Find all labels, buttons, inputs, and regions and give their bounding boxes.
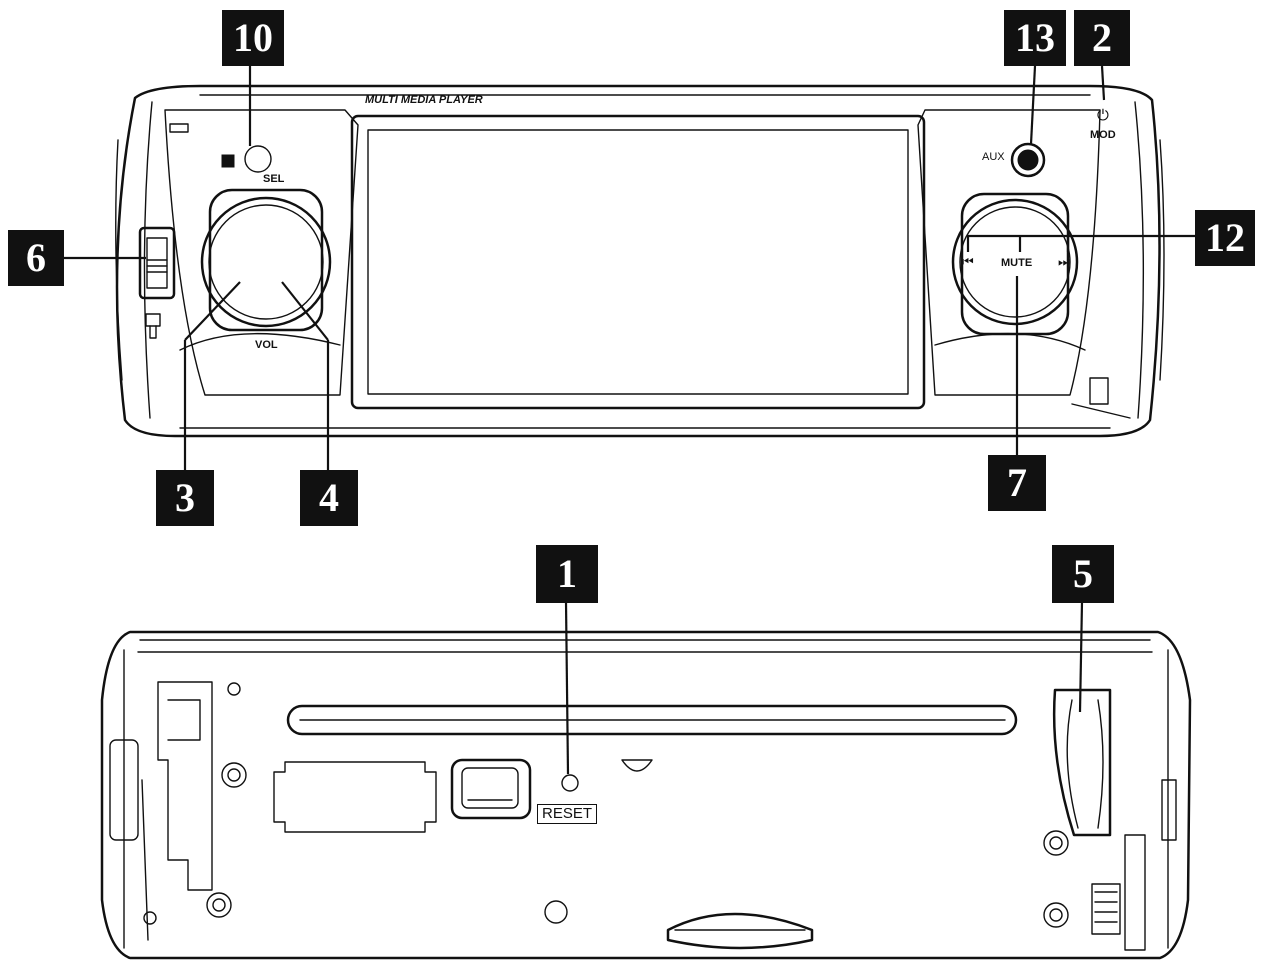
callout-12: 12 xyxy=(1195,210,1255,266)
rear-panel-outline xyxy=(100,630,1192,960)
callout-1: 1 xyxy=(536,545,598,603)
reset-label: RESET xyxy=(537,804,598,824)
display-screen xyxy=(367,129,909,395)
callout-3: 3 xyxy=(156,470,214,526)
usb-icon xyxy=(145,313,161,327)
callout-7: 7 xyxy=(988,455,1046,511)
vol-knob-shape xyxy=(200,196,332,328)
front-leader-lines xyxy=(64,65,1195,470)
rear-square-button xyxy=(450,758,532,820)
callout-13: 13 xyxy=(1004,10,1066,66)
mute-knob-housing xyxy=(960,192,1070,336)
rear-connector xyxy=(273,761,437,833)
disc-slot xyxy=(286,704,1018,736)
rear-panel-drawing xyxy=(100,630,1192,960)
previous-track-icon: ⏮ xyxy=(962,255,974,270)
callout-2: 2 xyxy=(1074,10,1130,66)
left-bezel xyxy=(164,109,359,396)
usb-port-shape xyxy=(138,226,176,300)
mute-label: MUTE xyxy=(1001,257,1033,269)
vol-knob-housing xyxy=(208,188,324,332)
sel-button-shape xyxy=(244,145,272,173)
aux-jack-shape xyxy=(1010,142,1046,178)
aux-label: AUX xyxy=(982,151,1005,163)
mute-knob-shape xyxy=(951,198,1079,326)
display-screen-frame xyxy=(350,114,926,410)
vol-label: VOL xyxy=(255,339,278,351)
front-panel-drawing xyxy=(115,84,1165,438)
callout-4: 4 xyxy=(300,470,358,526)
mod-label: MOD xyxy=(1090,129,1116,141)
sd-card-slot xyxy=(1052,688,1112,837)
callout-5: 5 xyxy=(1052,545,1114,603)
right-bezel xyxy=(917,109,1101,396)
reset-hole-shape xyxy=(561,774,579,792)
callout-10: 10 xyxy=(222,10,284,66)
brand-label: MULTI MEDIA PLAYER xyxy=(365,94,483,106)
ir-sensor xyxy=(221,154,235,168)
callout-6: 6 xyxy=(8,230,64,286)
bottom-slot xyxy=(666,912,814,950)
rear-leader-lines xyxy=(564,601,1084,775)
power-icon: ⏻ xyxy=(1097,106,1109,124)
next-track-icon: ⏭ xyxy=(1058,255,1070,270)
sel-label: SEL xyxy=(263,173,285,185)
